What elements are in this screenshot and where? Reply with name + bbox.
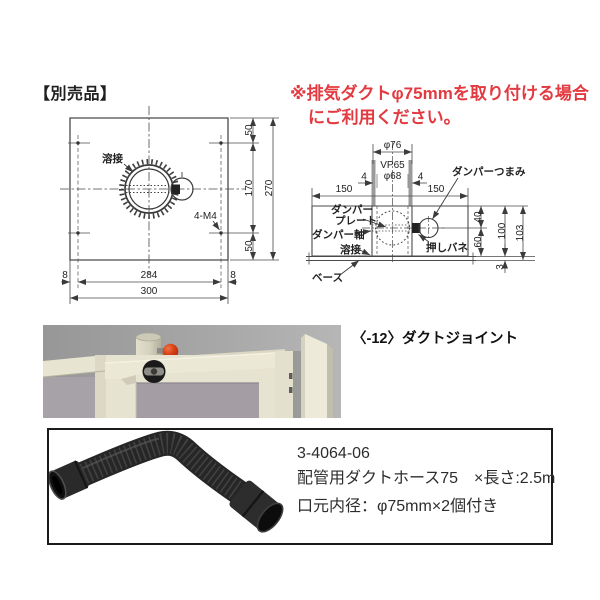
plate-outline: [60, 106, 246, 288]
damper-knob-circle: [419, 216, 438, 240]
product-name: 配管用ダクトホース75: [297, 470, 458, 487]
dim-dia68: φ68: [384, 171, 402, 182]
cabinet-photo: [43, 325, 341, 418]
damper-right-dims: [440, 206, 535, 273]
damper-top-dims: [312, 144, 468, 208]
pipe-type: VP65: [380, 160, 405, 171]
duct-joint-caption: 〈-12〉ダクトジョイント: [352, 331, 518, 347]
hose-product-box: 3-4064-06 配管用ダクトホース75 ×長さ:2.5m 口元内径：φ75mm…: [47, 428, 555, 545]
hose-left-cuff: [49, 460, 89, 500]
shaft-label: ダンパー軸: [312, 228, 365, 241]
hose-body: [73, 430, 266, 517]
product-length: ×長さ:2.5m: [474, 470, 556, 487]
dim-103: 103: [515, 224, 526, 241]
hose-product-text: 3-4064-06 配管用ダクトホース75 ×長さ:2.5m 口元内径：φ75mm…: [297, 443, 555, 518]
dim-8-right: 8: [230, 270, 236, 281]
plate-label-1: ダンパー: [331, 203, 373, 216]
dim-170: 170: [244, 179, 255, 196]
page-title: 【別売品】: [34, 86, 117, 103]
duct-wall-right: [408, 160, 413, 206]
dim-50-top: 50: [244, 124, 255, 136]
dim-4-left: 4: [361, 172, 367, 183]
open-door: [275, 334, 333, 418]
weld-leader: [124, 164, 133, 172]
dim-284: 284: [141, 270, 158, 281]
tap-leader: [212, 221, 220, 230]
plate-right-dims: [230, 118, 279, 260]
duct-hose-photo: [49, 430, 284, 533]
usage-note-line1: ※排気ダクトφ75mmを取り付ける場合: [290, 84, 589, 103]
dim-100: 100: [497, 222, 508, 239]
door-window: [136, 383, 259, 418]
damper-port: [142, 360, 166, 383]
hose-right-cuff: [229, 480, 284, 533]
dim-8-left: 8: [62, 270, 68, 281]
duct-wall-left: [371, 160, 376, 206]
left-door-fragment: [43, 355, 106, 418]
dim-300: 300: [141, 286, 158, 297]
main-door: [104, 352, 276, 418]
usage-note: ※排気ダクトφ75mmを取り付ける場合 にご利用ください。: [290, 82, 589, 130]
dim-270: 270: [264, 179, 275, 196]
dim-dia76: φ76: [384, 140, 402, 151]
dim-4-right: 4: [418, 172, 424, 183]
dim-50-bottom: 50: [244, 240, 255, 252]
knob-label: ダンパーつまみ: [452, 165, 526, 178]
damper-section-drawing: φ76 VP65 φ68 4 4 150 150 ダンパーつまみ ダンパー プレ…: [300, 140, 592, 284]
damper-leaders: [340, 178, 458, 275]
mounting-holes: [76, 141, 223, 235]
dim-150-right: 150: [428, 184, 445, 195]
plate-bottom-dims: [61, 260, 237, 304]
weld-label: 溶接: [102, 152, 123, 165]
knob-circle: [171, 172, 193, 200]
push-spring-block: [412, 223, 421, 233]
base-label: ベース: [312, 272, 343, 284]
dim-60: 60: [473, 236, 484, 248]
product-spec: 口元内径：φ75mm×2個付き: [297, 498, 499, 515]
plate-label-2: プレート: [335, 214, 377, 227]
plate-top-view-drawing: 溶接 4-M4 50 170 50 270 8 284 8 300: [40, 98, 292, 310]
dim-40: 40: [473, 211, 484, 223]
weld-label-2: 溶接: [340, 243, 361, 256]
usage-note-line2: にご利用ください。: [308, 108, 461, 127]
tap-label: 4-M4: [194, 211, 217, 222]
damper-outline: [306, 142, 476, 265]
spring-block: [171, 184, 180, 194]
dim-3: 3: [495, 264, 506, 270]
dim-150-left: 150: [336, 184, 353, 195]
spring-label: 押しバネ: [426, 241, 468, 254]
product-code: 3-4064-06: [297, 445, 370, 462]
